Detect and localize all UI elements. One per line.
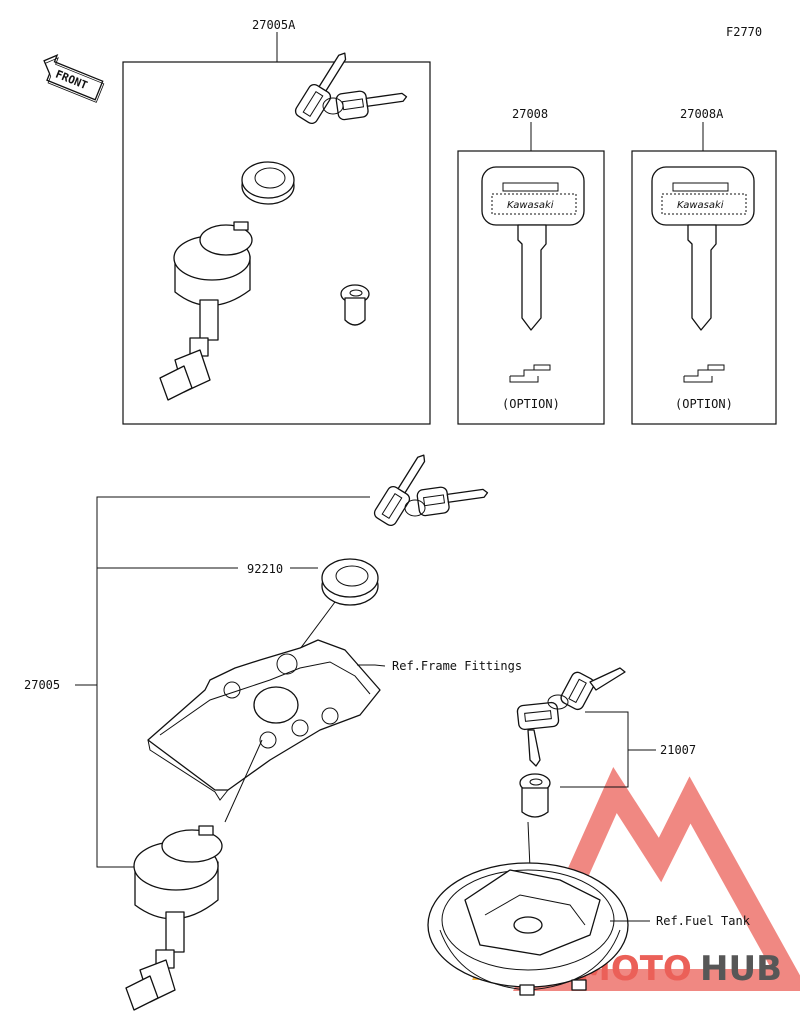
nut-icon	[241, 161, 295, 205]
fuel-cap-icon	[427, 862, 629, 996]
key-blank-icon: Kawasaki	[651, 166, 755, 383]
label-27005a: 27005A	[252, 18, 296, 32]
label-27008: 27008	[512, 107, 548, 121]
key-pair-icon	[373, 454, 489, 527]
key-brand-text: Kawasaki	[677, 200, 724, 211]
lock-cylinder-icon	[519, 773, 551, 818]
nut-icon	[321, 558, 379, 606]
key-brand-text: Kawasaki	[507, 200, 554, 211]
label-92210: 92210	[247, 562, 283, 576]
key-blank-27008-box	[457, 150, 605, 425]
ref-frame-fittings: Ref.Frame Fittings	[392, 659, 522, 673]
key-blank-27008a-box	[631, 150, 777, 425]
ref-fuel-tank: Ref.Fuel Tank	[656, 914, 751, 928]
watermark-text-hub: HUB	[700, 949, 782, 989]
bracket-icon	[147, 639, 381, 801]
key-blank-icon: Kawasaki	[481, 166, 585, 383]
label-21007: 21007	[660, 743, 696, 757]
option-label-1: (OPTION)	[502, 397, 560, 411]
key-pair-icon	[516, 667, 626, 767]
kit-27005a-box	[122, 61, 431, 425]
ignition-switch-icon	[159, 221, 253, 401]
label-27005: 27005	[24, 678, 60, 692]
option-label-2: (OPTION)	[675, 397, 733, 411]
front-arrow-icon: FRONT	[43, 54, 105, 103]
lock-cylinder-icon	[340, 284, 370, 326]
figure-code: F2770	[726, 25, 762, 39]
ignition-switch-icon	[125, 825, 223, 1011]
label-27008a: 27008A	[680, 107, 724, 121]
key-pair-icon	[294, 52, 408, 125]
